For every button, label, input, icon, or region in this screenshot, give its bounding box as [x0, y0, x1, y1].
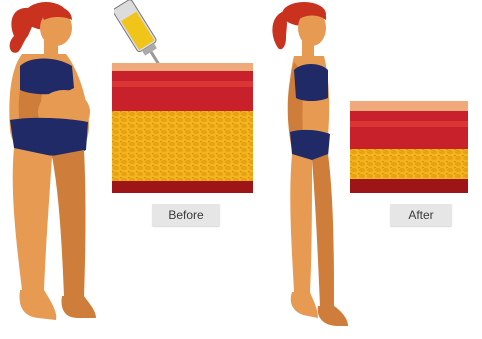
after-label: After — [390, 204, 452, 226]
overweight-woman-figure — [0, 0, 110, 339]
slim-woman-figure — [268, 0, 354, 339]
before-tissue-cross-section — [112, 63, 253, 193]
after-tissue-cross-section — [350, 101, 468, 193]
before-label: Before — [152, 204, 220, 226]
